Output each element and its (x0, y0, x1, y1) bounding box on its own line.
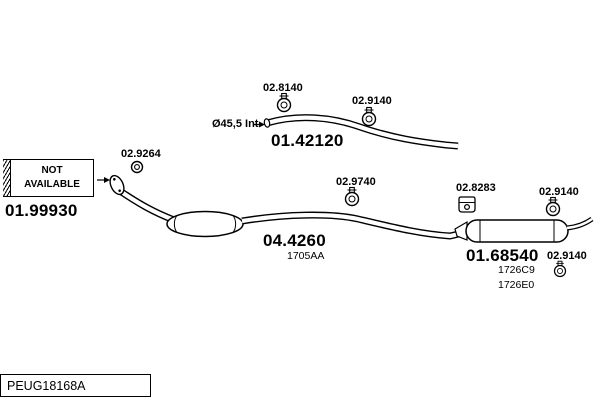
front-flange-shape (109, 174, 176, 224)
part-label-clamp-mid: 02.9740 (336, 176, 376, 188)
not-available-hatch (3, 159, 10, 197)
rear-muffler-shape (454, 219, 569, 243)
catalytic-converter-shape (166, 210, 244, 238)
not-available-line2: AVAILABLE (24, 179, 80, 190)
ref-label-center: 1705AA (287, 250, 325, 262)
clamp-icon-top (276, 92, 292, 113)
clamp-icon-front (361, 106, 377, 127)
part-label-clamp-tail: 02.9140 (547, 250, 587, 262)
clamp-icon-mid (344, 186, 360, 207)
part-label-flange-pipe: 01.99930 (5, 201, 78, 220)
part-label-clamp-top: 02.8140 (263, 82, 303, 94)
front-pipe-shape (263, 114, 459, 150)
ref-label-rear-1: 1726C9 (498, 264, 535, 276)
part-label-front-pipe: 01.42120 (271, 131, 344, 150)
gasket-ring-icon (130, 160, 144, 174)
part-label-gasket: 02.9264 (121, 148, 161, 160)
part-label-center-silencer: 04.4260 (263, 231, 326, 250)
tail-pipe-shape (566, 216, 594, 231)
hanger-icon (458, 196, 476, 213)
not-available-line1: NOT (41, 165, 63, 176)
ref-label-rear-2: 1726E0 (498, 279, 535, 291)
diameter-arrow (254, 121, 265, 128)
part-label-hanger: 02.8283 (456, 182, 496, 194)
not-available-box: NOT AVAILABLE (10, 159, 94, 197)
diameter-note: Ø45,5 Int (212, 118, 259, 130)
part-label-clamp-rear: 02.9140 (539, 186, 579, 198)
not-available-arrow (97, 177, 110, 183)
center-pipe-shape (241, 211, 464, 240)
drawing-code-box: PEUG18168A (0, 374, 151, 397)
clamp-icon-tail (553, 260, 567, 278)
clamp-icon-rear (545, 196, 561, 217)
part-label-clamp-front: 02.9140 (352, 95, 392, 107)
part-label-rear-silencer: 01.68540 (466, 246, 539, 265)
drawing-code: PEUG18168A (7, 378, 86, 393)
